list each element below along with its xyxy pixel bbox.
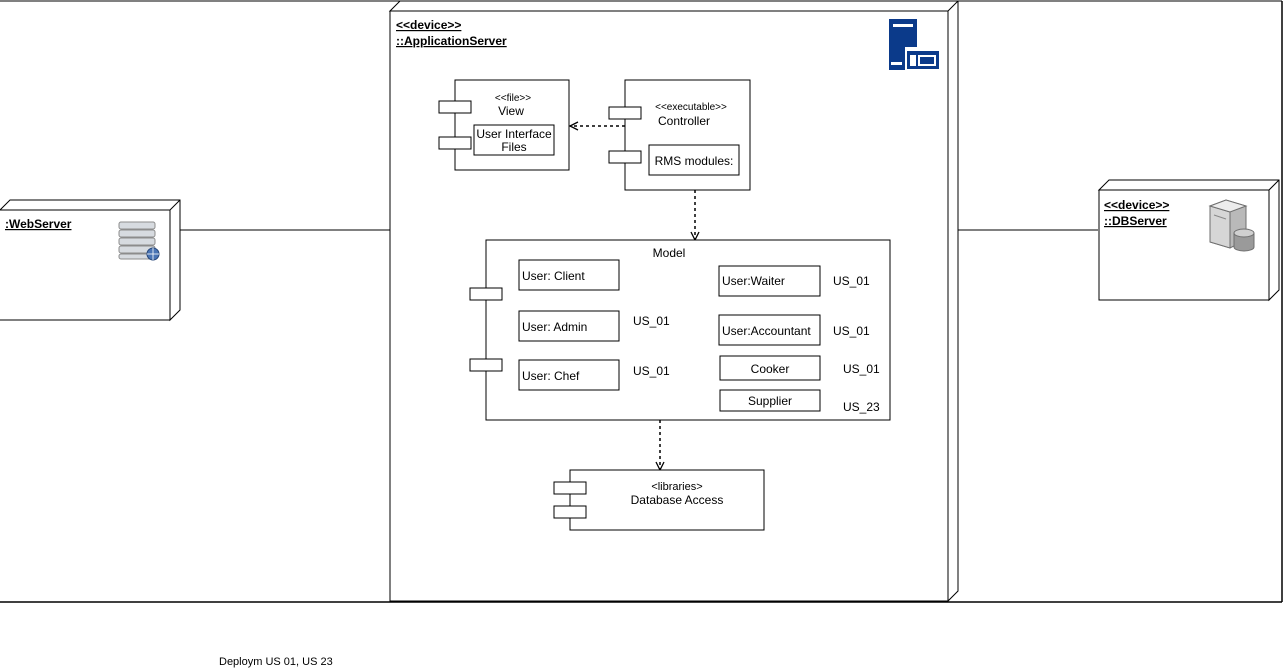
controller-name: Controller <box>658 114 710 128</box>
controller-port-bottom <box>608 150 642 164</box>
user-waiter-label: User:Waiter <box>722 274 785 288</box>
libraries-port-bottom <box>553 505 587 519</box>
libraries-port-top <box>553 481 587 495</box>
rms-modules-label: RMS modules: <box>655 154 734 168</box>
model-port-bottom <box>469 358 503 372</box>
user-waiter-box <box>718 265 821 297</box>
web-server-label: :WebServer <box>5 217 72 231</box>
user-client-label: User: Client <box>522 269 585 283</box>
supplier-label: Supplier <box>748 394 792 408</box>
model-component[interactable]: Model User: Client User: Admin US_01 Use… <box>469 239 891 421</box>
rms-modules-box <box>648 144 740 176</box>
controller-component[interactable]: <<executable>> Controller RMS modules: <box>608 79 751 191</box>
cooker-tag: US_01 <box>843 362 880 376</box>
view-port-bottom <box>438 136 472 150</box>
user-accountant-label: User:Accountant <box>722 324 811 338</box>
controller-port-top <box>608 106 642 120</box>
view-stereotype: <<file>> <box>495 93 531 104</box>
controller-stereotype: <<executable>> <box>655 102 727 113</box>
model-port-top <box>469 287 503 301</box>
view-name: View <box>498 104 524 118</box>
server-tower-icon <box>889 19 941 71</box>
ui-files-line1: User Interface <box>476 127 552 141</box>
cooker-box <box>719 355 821 381</box>
model-title: Model <box>653 246 686 260</box>
user-admin-box <box>518 310 620 342</box>
web-server-node[interactable]: :WebServer <box>0 199 181 322</box>
supplier-tag: US_23 <box>843 400 880 414</box>
web-server-icon <box>118 221 160 261</box>
cooker-label: Cooker <box>751 362 790 376</box>
user-waiter-tag: US_01 <box>833 274 870 288</box>
user-client-box <box>518 259 620 291</box>
db-server-node[interactable]: <<device>> ::DBServer <box>1097 179 1280 302</box>
db-server-name: ::DBServer <box>1104 214 1167 228</box>
libraries-name: Database Access <box>631 493 724 507</box>
ui-files-line2: Files <box>501 140 526 154</box>
libraries-component[interactable]: <libraries> Database Access <box>553 469 765 531</box>
user-chef-label: User: Chef <box>522 369 580 383</box>
user-admin-label: User: Admin <box>522 320 587 334</box>
view-component[interactable]: <<file>> View User Interface Files <box>438 79 570 171</box>
app-server-stereotype: <<device>> <box>396 18 461 32</box>
db-server-stereotype: <<device>> <box>1104 198 1169 212</box>
ui-files-box <box>473 124 555 156</box>
user-admin-tag: US_01 <box>633 314 670 328</box>
libraries-stereotype: <libraries> <box>651 481 702 493</box>
view-port-top <box>438 100 472 114</box>
database-server-icon <box>1208 199 1255 252</box>
supplier-box <box>719 389 821 412</box>
user-chef-box <box>518 359 620 391</box>
user-accountant-box <box>718 314 821 346</box>
app-server-name: ::ApplicationServer <box>396 34 507 48</box>
user-accountant-tag: US_01 <box>833 324 870 338</box>
footer-caption: Deploym US 01, US 23 <box>219 656 333 668</box>
user-chef-tag: US_01 <box>633 364 670 378</box>
